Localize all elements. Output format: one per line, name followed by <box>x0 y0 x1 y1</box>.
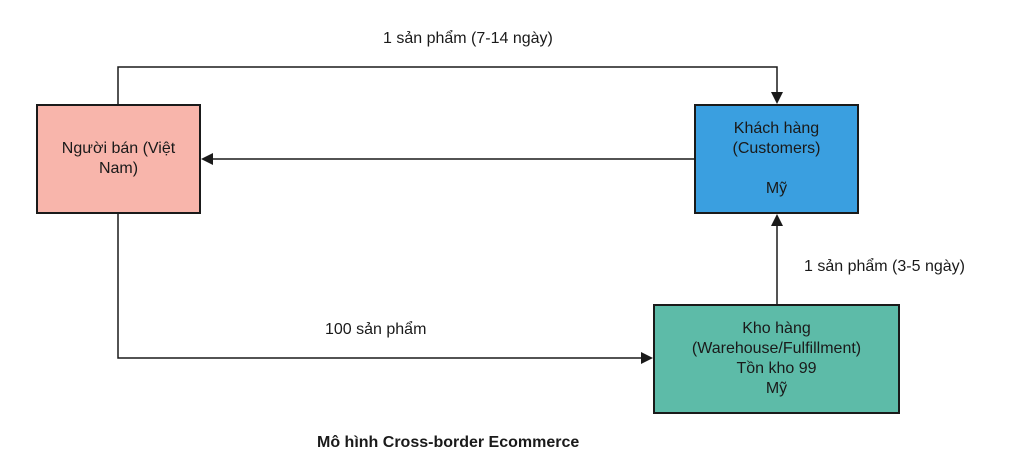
edge-seller-to-warehouse <box>117 214 653 364</box>
warehouse-title: Kho hàng <box>742 320 811 337</box>
warehouse-node: Kho hàng (Warehouse/Fulfillment) Tồn kho… <box>653 304 900 414</box>
customer-node: Khách hàng (Customers) Mỹ <box>694 104 859 214</box>
warehouse-subtitle: (Warehouse/Fulfillment) <box>691 340 862 357</box>
edge-label-warehouse-to-customer: 1 sản phẩm (3-5 ngày) <box>804 258 965 275</box>
edge-label-seller-to-customer: 1 sản phẩm (7-14 ngày) <box>383 30 553 47</box>
seller-node: Người bán (Việt Nam) <box>36 104 201 214</box>
customer-location: Mỹ <box>765 180 788 197</box>
warehouse-stock: Tồn kho 99 <box>736 360 817 377</box>
customer-title: Khách hàng <box>733 120 820 137</box>
customer-subtitle: (Customers) <box>732 140 821 157</box>
seller-label: Người bán (Việt Nam) <box>61 140 176 177</box>
edge-label-seller-to-warehouse: 100 sản phẩm <box>325 321 427 338</box>
diagram-caption: Mô hình Cross-border Ecommerce <box>317 434 580 451</box>
edge-seller-to-customer <box>117 66 783 104</box>
warehouse-location: Mỹ <box>765 380 788 397</box>
